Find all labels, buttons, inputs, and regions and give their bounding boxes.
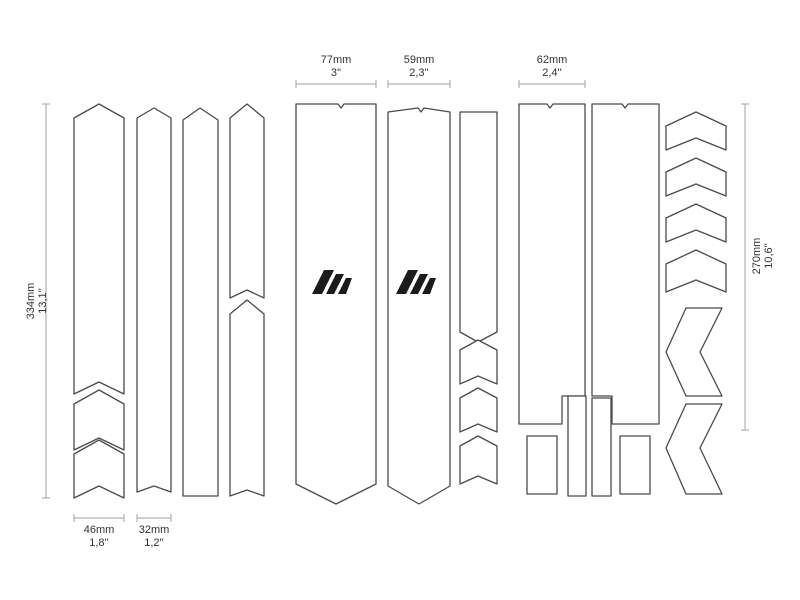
sticker-chevron-1a [73, 389, 125, 451]
width-d-inch-label: 2,3'' [409, 67, 429, 79]
height-right-inch-label: 10,6'' [763, 243, 775, 269]
sticker-narrow-tall [459, 111, 498, 343]
sticker-chevron-10b [665, 157, 727, 197]
column-5-pieces [295, 103, 377, 505]
sticker-wide-2 [387, 107, 451, 505]
column-4-pieces [229, 103, 265, 497]
width-a-mm-label: 46mm [84, 524, 115, 536]
sticker-chevron-7c [459, 435, 498, 485]
column-3-pieces [182, 107, 219, 497]
width-b-inch-label: 1,2'' [144, 537, 164, 549]
height-right-mm-label: 270mm [751, 238, 763, 275]
brand-logo-icon [312, 270, 352, 294]
width-b-mm-label: 32mm [139, 524, 170, 536]
column-10-pieces [665, 111, 727, 495]
sticker-wide-1 [295, 103, 377, 505]
dimension-labels: 334mm 13,1'' 46mm 1,8'' 32mm 1,2'' 77mm … [25, 54, 775, 549]
column-8-pieces [518, 103, 587, 497]
column-9-pieces [591, 103, 660, 497]
sticker-long-1 [73, 103, 125, 395]
sticker-long-2 [136, 107, 172, 493]
sticker-small-8a [526, 435, 558, 495]
sticker-chevron-10a [665, 111, 727, 151]
sticker-long-4a [229, 103, 265, 299]
width-c-mm-label: 77mm [321, 54, 352, 66]
width-e-mm-label: 62mm [537, 54, 568, 66]
sticker-chevron-1b [73, 439, 125, 499]
sticker-arrow-10e [665, 307, 723, 397]
height-total-mm-label: 334mm [25, 283, 37, 320]
height-total-inch-label: 13,1'' [37, 288, 49, 314]
sticker-small-8b [567, 395, 587, 497]
sticker-long-4b [229, 299, 265, 497]
column-6-pieces [387, 107, 451, 505]
sticker-chevron-7b [459, 387, 498, 433]
sticker-long-3 [182, 107, 219, 497]
brand-logo-icon [396, 270, 436, 294]
sticker-chevron-10d [665, 249, 727, 293]
width-e-inch-label: 2,4'' [542, 67, 562, 79]
column-7-pieces [459, 111, 498, 485]
width-a-inch-label: 1,8'' [89, 537, 109, 549]
sticker-arrow-10f [665, 403, 723, 495]
width-c-inch-label: 3'' [331, 67, 341, 79]
sticker-chevron-7a [459, 339, 498, 385]
sticker-small-9b [619, 435, 651, 495]
column-2-pieces [136, 107, 172, 493]
width-d-mm-label: 59mm [404, 54, 435, 66]
sticker-stay-2 [591, 103, 660, 425]
sticker-stay-1 [518, 103, 586, 425]
sticker-small-9a [591, 397, 612, 497]
sticker-chevron-10c [665, 203, 727, 243]
dimension-lines [42, 80, 749, 522]
column-1-pieces [73, 103, 125, 499]
